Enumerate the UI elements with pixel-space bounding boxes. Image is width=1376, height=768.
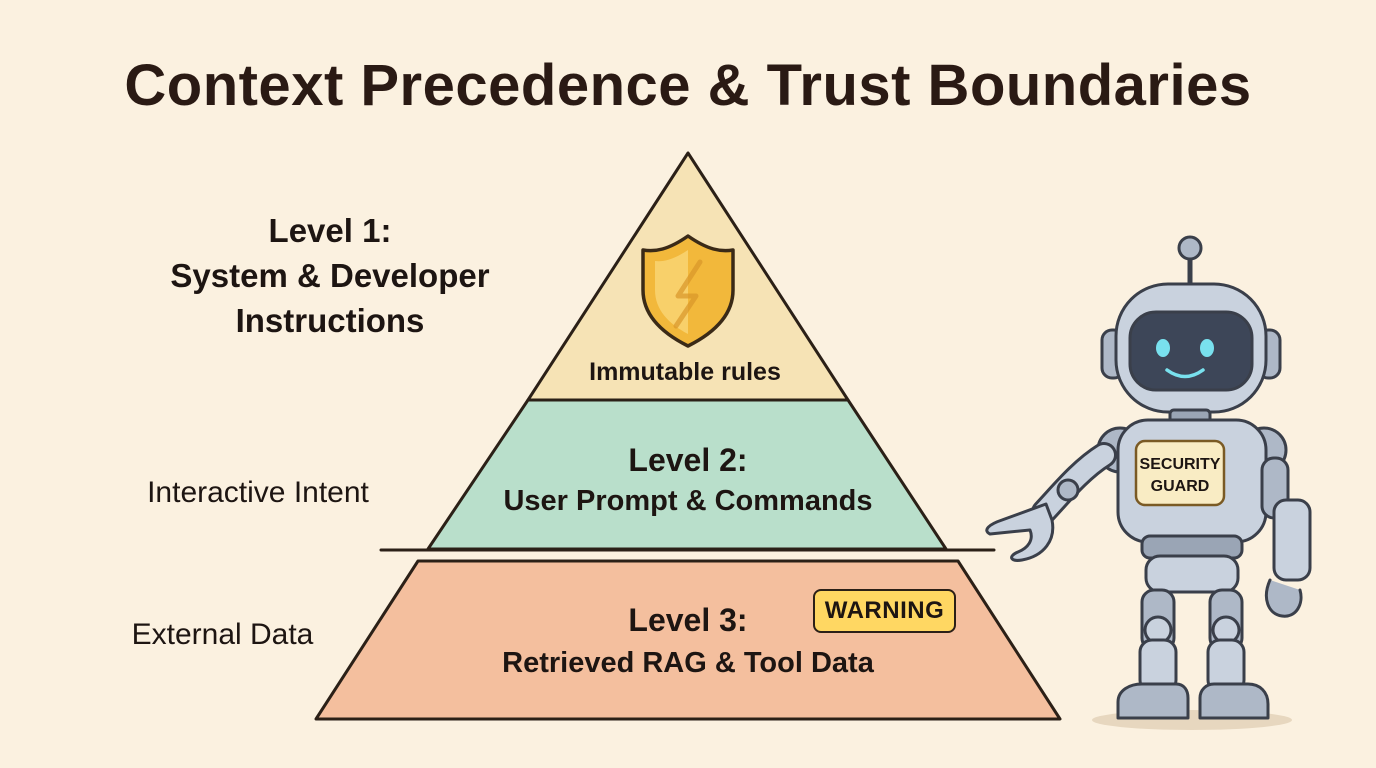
level-3-tier	[314, 559, 1062, 721]
level-2-side-label: Interactive Intent	[147, 476, 369, 509]
level-2-inner-title: Level 2:	[628, 442, 747, 478]
level-1-inner-text: Immutable rules	[589, 358, 781, 386]
level-1-label: Level 1: System & Developer Instructions	[140, 208, 520, 343]
robot-badge-line-2: GUARD	[1151, 478, 1210, 495]
level-1-label-line-3: Instructions	[235, 302, 425, 339]
diagram-title: Context Precedence & Trust Boundaries	[124, 53, 1252, 118]
level-3-inner-subtitle: Retrieved RAG & Tool Data	[502, 647, 875, 679]
warning-badge: WARNING	[813, 589, 956, 633]
level-1-label-line-2: System & Developer	[170, 257, 490, 294]
level-2-inner-subtitle: User Prompt & Commands	[503, 485, 872, 517]
level-1-label-line-1: Level 1:	[268, 212, 392, 249]
level-3-side-label: External Data	[131, 618, 314, 651]
robot-badge-line-1: SECURITY	[1140, 456, 1221, 473]
robot-guard-icon	[985, 235, 1312, 730]
level-3-inner-title: Level 3:	[628, 602, 747, 638]
shield-icon	[641, 234, 735, 348]
